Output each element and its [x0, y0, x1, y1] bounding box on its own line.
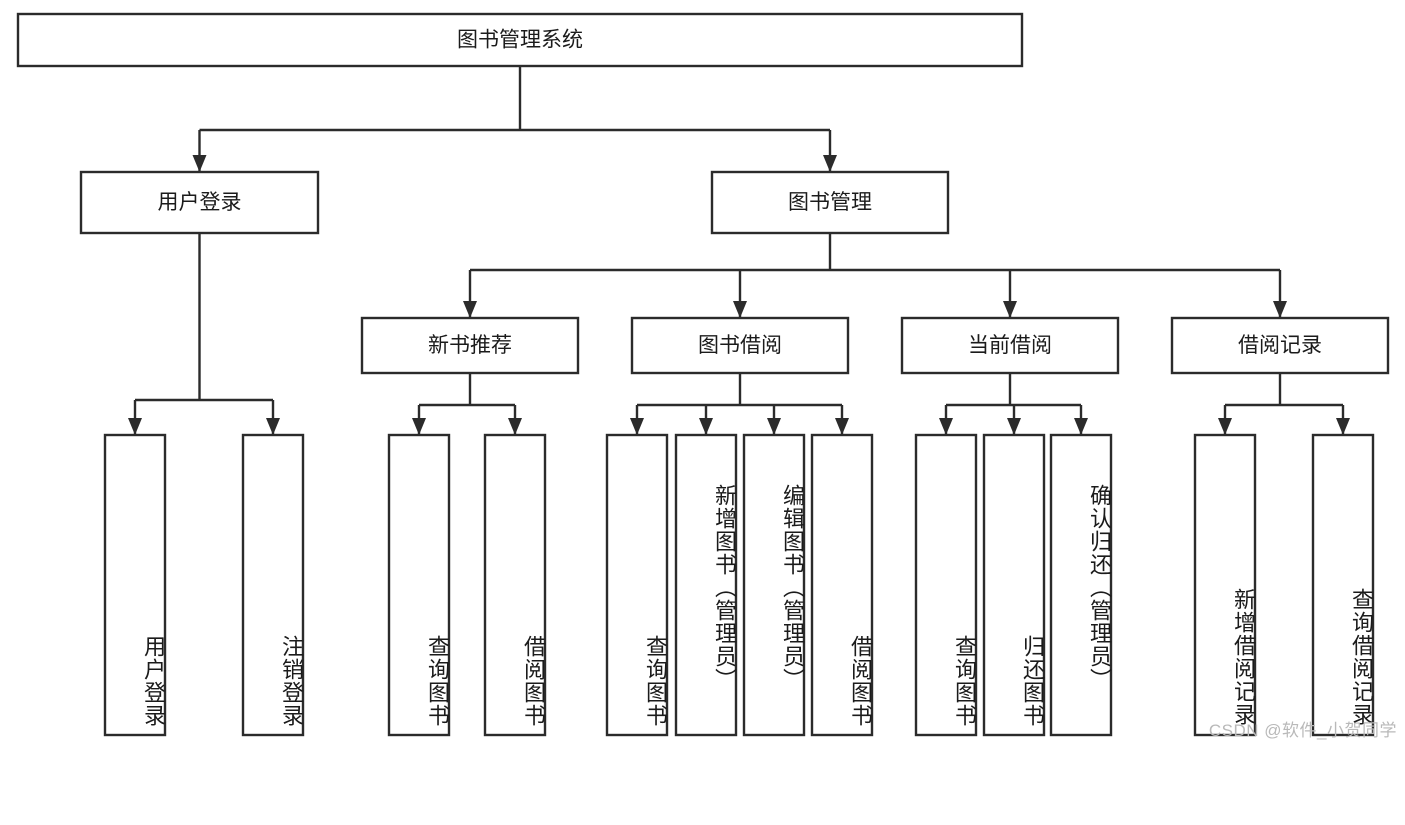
watermark: CSDN @软件_小贺同学 [1208, 721, 1397, 740]
node-label-book-manage: 图书管理 [788, 191, 872, 214]
node-box-leaf-query-record[interactable] [1311, 433, 1375, 737]
node-box-leaf-query-book-3[interactable] [914, 433, 978, 737]
node-box-leaf-query-book-1[interactable] [387, 433, 451, 737]
edge-layer [128, 66, 1350, 435]
arrow-head-icon [266, 418, 280, 435]
box-layer [16, 12, 1390, 737]
node-box-leaf-borrow-book-1[interactable] [483, 433, 547, 737]
arrow-head-icon [630, 418, 644, 435]
arrow-head-icon [128, 418, 142, 435]
arrow-head-icon [1007, 418, 1021, 435]
node-box-leaf-borrow-book-2[interactable] [810, 433, 874, 737]
arrow-head-icon [1003, 301, 1017, 318]
node-box-new-book-rec[interactable] [360, 316, 580, 375]
node-label-new-book-rec: 新书推荐 [428, 334, 512, 357]
node-box-borrow-record[interactable] [1170, 316, 1390, 375]
arrow-head-icon [1273, 301, 1287, 318]
node-box-current-borrow[interactable] [900, 316, 1120, 375]
node-box-leaf-edit-book[interactable] [742, 433, 806, 737]
node-box-book-manage[interactable] [710, 170, 950, 235]
node-box-user-login[interactable] [79, 170, 320, 235]
arrow-head-icon [412, 418, 426, 435]
arrow-head-icon [463, 301, 477, 318]
node-box-leaf-add-record[interactable] [1193, 433, 1257, 737]
arrow-head-icon [1074, 418, 1088, 435]
node-box-leaf-add-book[interactable] [674, 433, 738, 737]
node-box-leaf-user-login[interactable] [103, 433, 167, 737]
arrow-head-icon [508, 418, 522, 435]
arrow-head-icon [1218, 418, 1232, 435]
node-box-leaf-logout[interactable] [241, 433, 305, 737]
arrow-head-icon [733, 301, 747, 318]
node-box-book-borrow[interactable] [630, 316, 850, 375]
node-label-user-login: 用户登录 [158, 191, 242, 214]
node-box-leaf-query-book-2[interactable] [605, 433, 669, 737]
diagram-canvas: 图书管理系统用户登录图书管理新书推荐图书借阅当前借阅借阅记录 用户登录注销登录查… [16, 12, 1397, 740]
node-label-current-borrow: 当前借阅 [968, 334, 1052, 357]
arrow-head-icon [823, 155, 837, 172]
arrow-head-icon [939, 418, 953, 435]
node-label-root: 图书管理系统 [457, 29, 583, 52]
node-box-root[interactable] [16, 12, 1024, 68]
arrow-head-icon [192, 155, 207, 172]
node-label-borrow-record: 借阅记录 [1238, 334, 1322, 357]
arrow-head-icon [1336, 418, 1350, 435]
node-label-book-borrow: 图书借阅 [698, 334, 782, 357]
node-box-leaf-confirm-return[interactable] [1049, 433, 1113, 737]
arrow-head-icon [699, 418, 713, 435]
arrow-head-icon [767, 418, 781, 435]
node-box-leaf-return-book[interactable] [982, 433, 1046, 737]
arrow-head-icon [835, 418, 849, 435]
